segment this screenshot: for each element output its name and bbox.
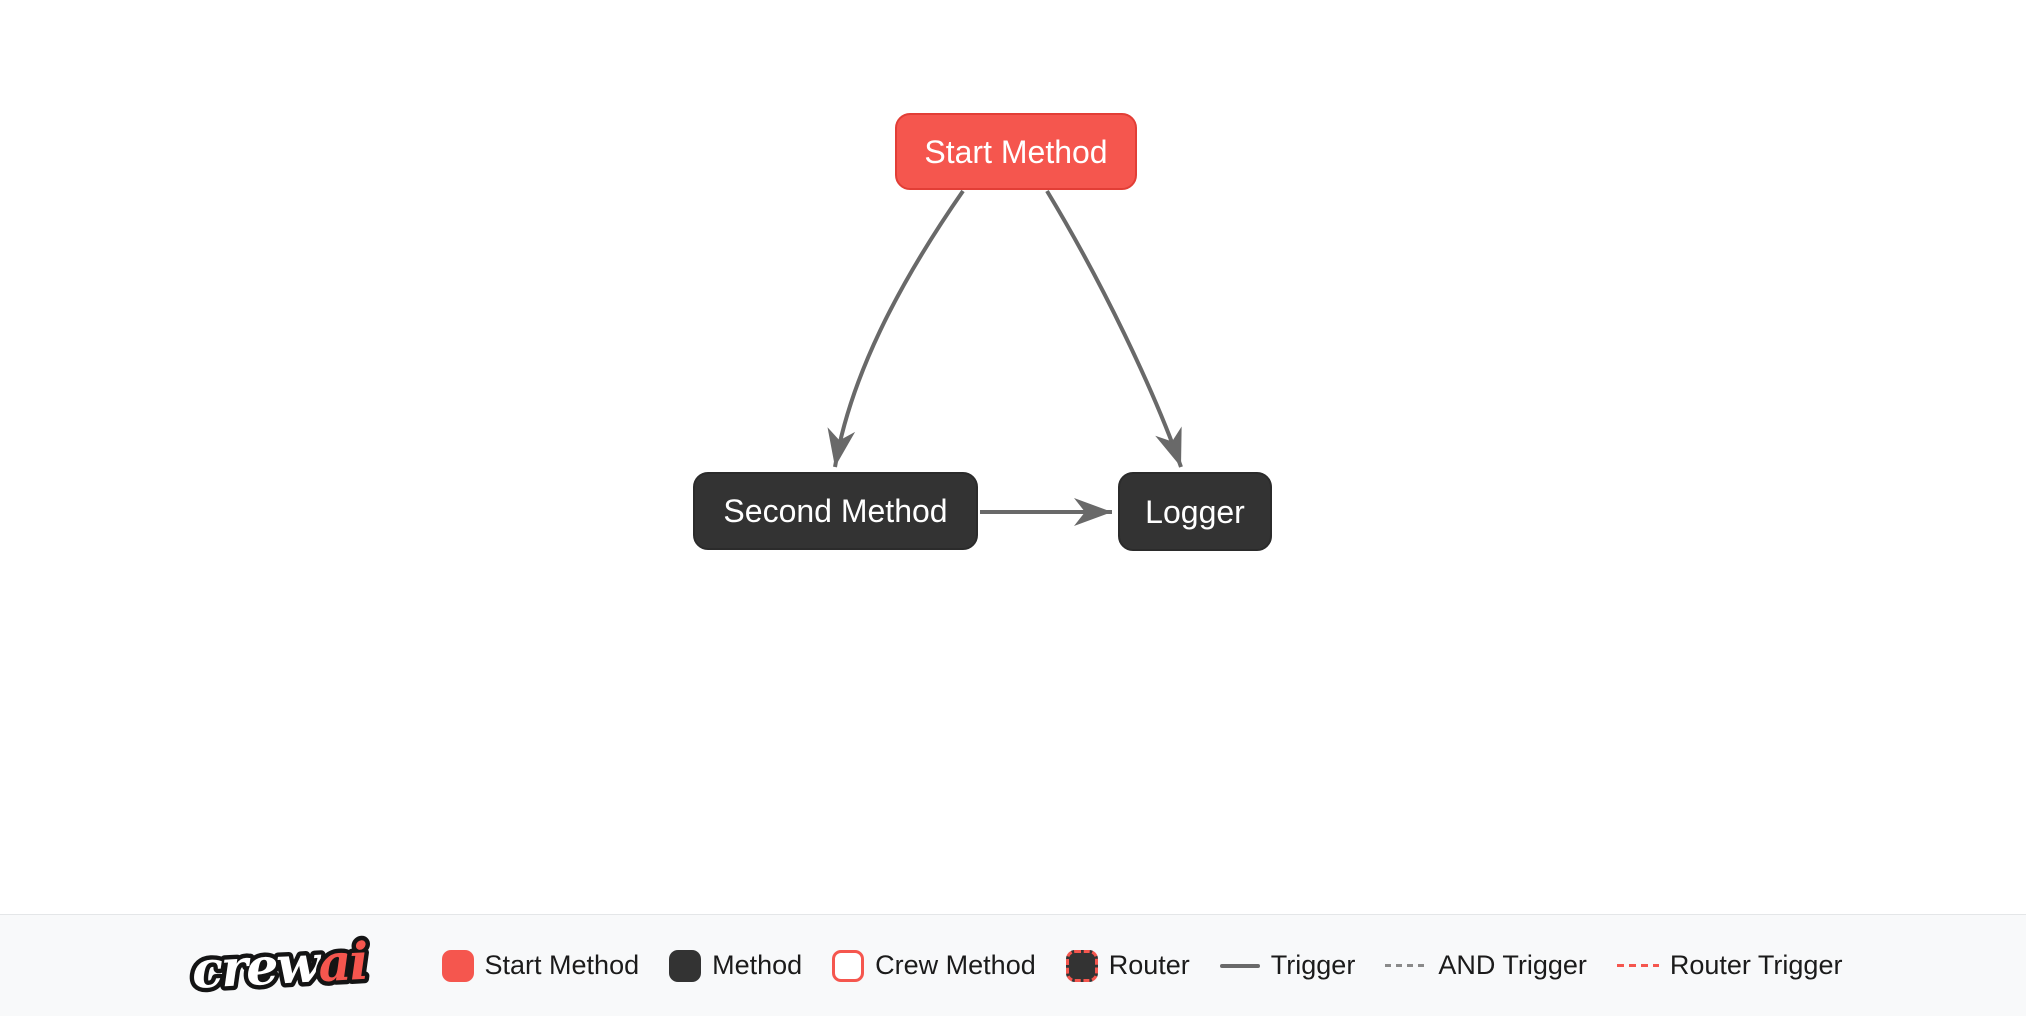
node-second-method[interactable]: Second Method (693, 472, 978, 550)
legend-label-and-trigger: AND Trigger (1438, 950, 1587, 980)
legend-label-crew-method: Crew Method (875, 950, 1036, 980)
legend-item-router-trigger: Router Trigger (1616, 950, 1843, 981)
crewai-logo-text: crewai (190, 931, 369, 1000)
node-logger-label: Logger (1145, 493, 1245, 530)
method-swatch (669, 949, 702, 982)
legend-item-router: Router (1065, 949, 1190, 982)
trigger-line-swatch (1219, 963, 1260, 968)
legend-item-start-method: Start Method (441, 949, 640, 982)
node-second-method-label: Second Method (723, 493, 948, 529)
legend-item-trigger: Trigger (1219, 950, 1356, 981)
logo-crew-text: crew (190, 934, 324, 1001)
edge-start-to-second (827, 189, 965, 468)
and-trigger-line-swatch (1385, 964, 1428, 967)
legend-item-crew-method: Crew Method (832, 949, 1036, 982)
legend-label-router: Router (1108, 950, 1190, 980)
logo-ai-text: ai (316, 931, 368, 993)
legend-bar: crewai Start Method Method Crew Method R… (0, 914, 2026, 1016)
legend-item-method: Method (669, 949, 803, 982)
node-start-method-label: Start Method (924, 133, 1108, 170)
start-method-swatch (441, 949, 474, 982)
legend-item-and-trigger: AND Trigger (1385, 950, 1587, 981)
legend-label-trigger: Trigger (1270, 950, 1356, 980)
legend-label-router-trigger: Router Trigger (1669, 950, 1843, 980)
crew-method-swatch (832, 949, 865, 982)
legend-label-start-method: Start Method (484, 950, 640, 980)
router-trigger-line-swatch (1616, 964, 1659, 967)
edges-layer (827, 189, 1183, 526)
crewai-logo: crewai (186, 927, 373, 1005)
legend-label-method: Method (712, 950, 803, 980)
flow-canvas[interactable]: Start Method Second Method Logger (0, 0, 2026, 914)
router-swatch (1065, 949, 1098, 982)
edge-start-to-logger (1045, 189, 1183, 468)
node-logger[interactable]: Logger (1118, 472, 1272, 551)
node-start-method[interactable]: Start Method (895, 113, 1137, 190)
